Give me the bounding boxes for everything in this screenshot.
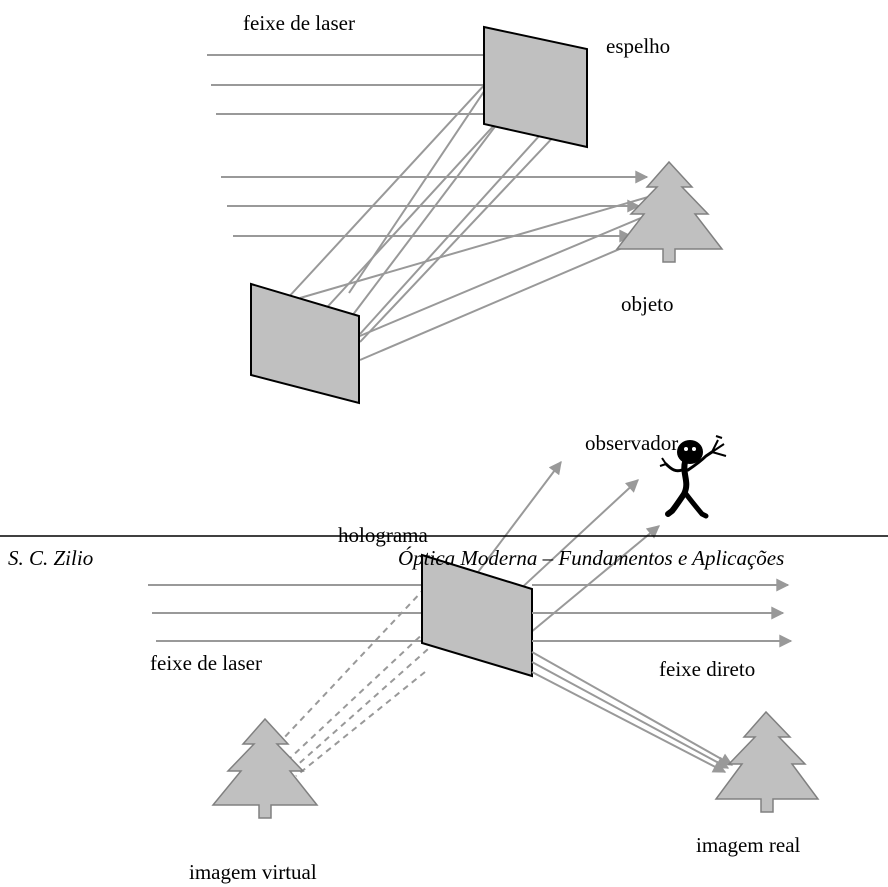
virtual-image-tree-icon [211, 717, 319, 819]
virtual-image-label: imagem virtual [189, 860, 317, 884]
object-label: objeto [621, 292, 674, 316]
virtual-image-rays [281, 587, 445, 777]
page-header: S. C. Zilio Óptica Moderna – Fundamentos… [0, 535, 888, 570]
mirror-label: espelho [606, 34, 670, 58]
laser-beam-label-top: feixe de laser [243, 11, 355, 35]
direct-beam [532, 578, 793, 648]
object-rays [299, 194, 656, 361]
laser-beams-to-object [221, 170, 649, 243]
reference-rays [284, 54, 576, 343]
header-book-title: Óptica Moderna – Fundamentos e Aplicaçõe… [398, 546, 784, 570]
laser-beam-label-bottom: feixe de laser [150, 651, 262, 675]
header-author: S. C. Zilio [8, 546, 93, 570]
hologram-label: holograma [338, 523, 428, 547]
real-image-rays [531, 651, 734, 773]
real-image-label: imagem real [696, 833, 801, 857]
recording-plate [250, 282, 360, 405]
mirror [483, 25, 588, 149]
recording-setup: feixe de laser espelho objeto [207, 11, 724, 405]
direct-beam-label: feixe direto [659, 657, 755, 681]
observer-label: observador [585, 431, 678, 455]
real-image-tree-icon [714, 710, 820, 813]
reconstruction-setup: observador [148, 431, 820, 884]
hologram-plate [421, 553, 533, 678]
object-tree-icon [615, 160, 724, 263]
observer-icon [659, 435, 727, 519]
